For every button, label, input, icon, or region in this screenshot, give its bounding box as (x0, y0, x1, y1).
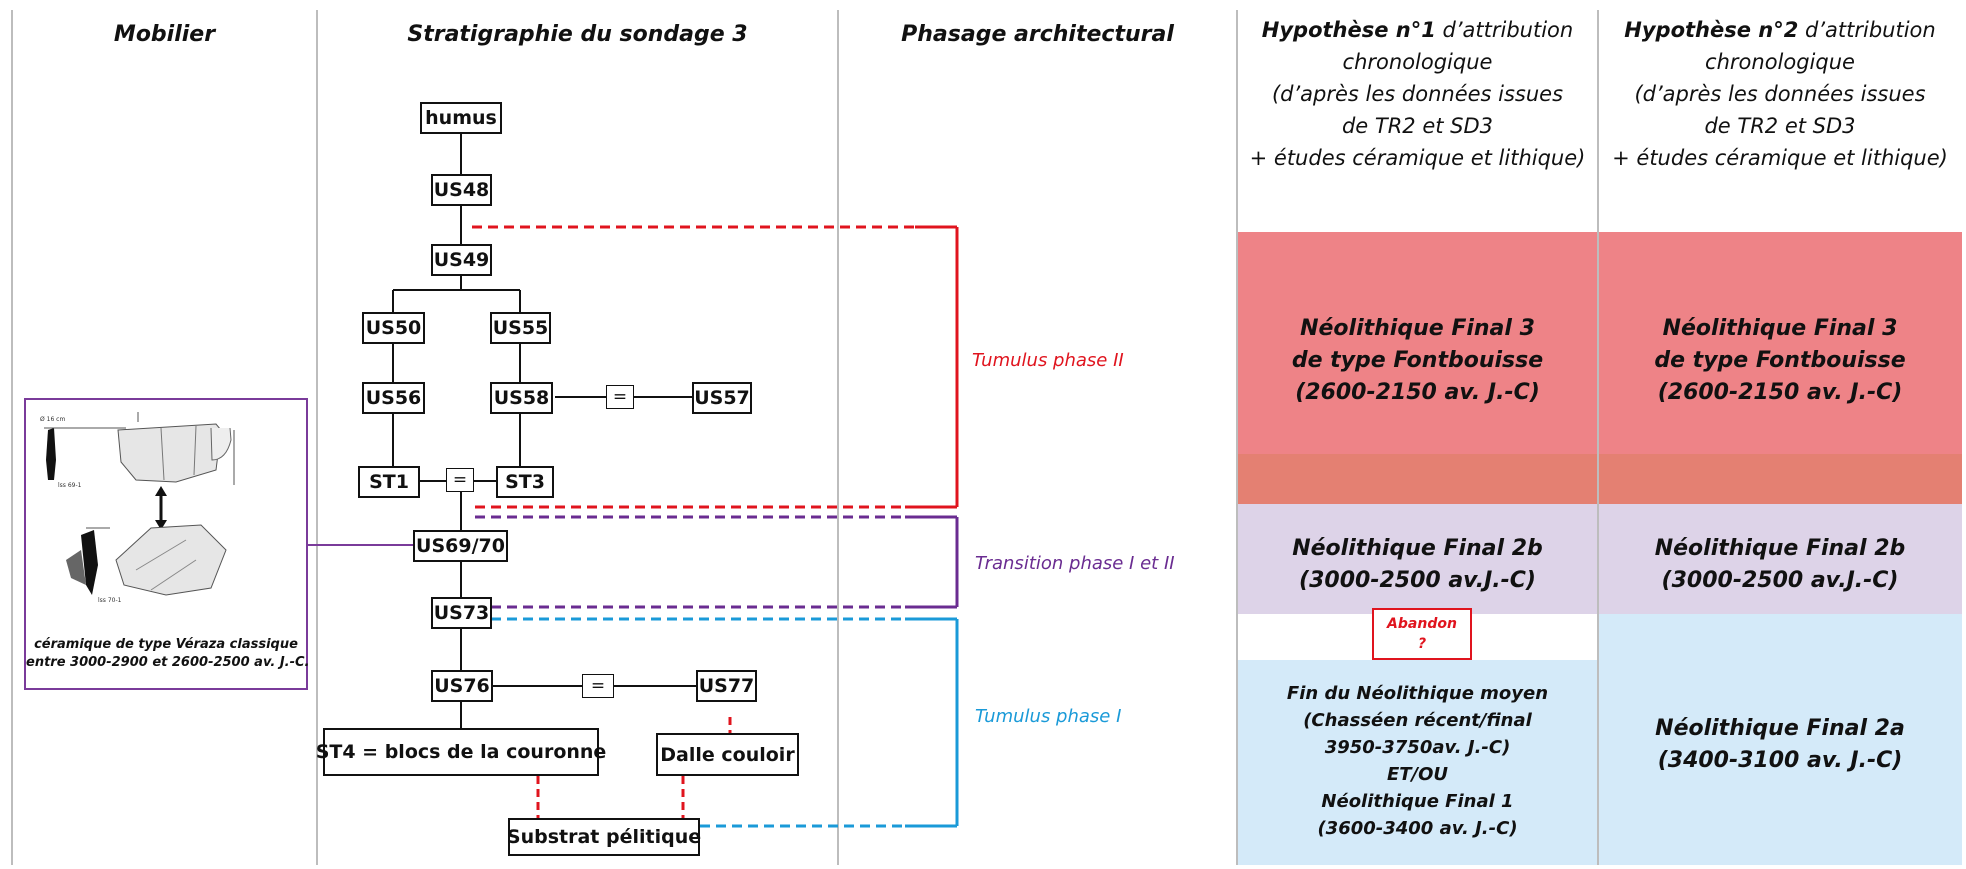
hyp2-nf2a-line: Néolithique Final 2a (1655, 716, 1905, 741)
hyp2-band-nf2b (1598, 504, 1962, 614)
hyp1-bottom-line: ET/OU (1386, 764, 1449, 785)
stratum-us57: US57 (692, 382, 752, 414)
hyp1-title-rest: d’attribution (1435, 18, 1574, 42)
abandon-question: ? (1417, 636, 1427, 652)
stratum-us76: US76 (431, 670, 493, 702)
hyp2-band-nf3 (1598, 232, 1962, 454)
stratum-us58: US58 (490, 382, 553, 414)
hyp2-line: de TR2 et SD3 (1704, 114, 1856, 138)
hyp1-period-nf2b: Néolithique Final 2b (3000-2500 av.J.-C) (1237, 533, 1598, 597)
stratum-us77: US77 (696, 670, 757, 702)
header-hypothese-2: Hypothèse n°2 d’attribution chronologiqu… (1598, 14, 1962, 174)
caption-line: céramique de type Véraza classique (34, 637, 298, 652)
stratum-us69-70: US69/70 (413, 530, 508, 562)
phase-label-transition: Transition phase I et II (975, 553, 1175, 574)
hyp2-title-rest: d’attribution (1798, 18, 1936, 42)
phase-label-tumulus-phase-1: Tumulus phase I (975, 706, 1122, 727)
stratum-us48: US48 (431, 174, 492, 206)
abandon-label: Abandon (1387, 616, 1457, 632)
stratum-st4: ST4 = blocs de la couronne (316, 728, 606, 776)
hyp1-nf3-line: de type Fontbouisse (1291, 348, 1544, 373)
hyp1-bottom-line: Fin du Néolithique moyen (1286, 683, 1549, 704)
sherd-label-top: lss 69-1 (58, 482, 82, 489)
stratum-us55: US55 (490, 312, 551, 344)
hyp1-band-blue (1237, 660, 1598, 865)
mobilier-box: Ø 16 cm lss 69-1 lss 70-1 céramique de t… (24, 398, 310, 690)
stratum-substrat-pelitique: Substrat pélitique (507, 818, 701, 856)
ceramic-drawing (44, 412, 235, 596)
header-stratigraphie: Stratigraphie du sondage 3 (407, 22, 748, 47)
hyp1-line: chronologique (1342, 50, 1493, 74)
hyp2-nf3-line: Néolithique Final 3 (1662, 316, 1898, 341)
equal-sign-st1-st3: = (446, 468, 474, 492)
phase-label-tumulus-phase-2: Tumulus phase II (972, 350, 1124, 371)
stratum-us73: US73 (431, 597, 492, 629)
hyp1-period-nf3: Néolithique Final 3 de type Fontbouisse … (1237, 313, 1598, 409)
mobilier-caption: céramique de type Véraza classique entre… (26, 636, 310, 672)
hyp2-nf2a-line: (3400-3100 av. J.-C) (1657, 748, 1903, 773)
caption-line: entre 3000-2900 et 2600-2500 av. J.-C. (26, 655, 310, 670)
hyp2-line: chronologique (1705, 50, 1855, 74)
hyp1-title: Hypothèse n°1 (1261, 18, 1436, 42)
hyp1-nf3-line: (2600-2150 av. J.-C) (1295, 380, 1540, 405)
diameter-label: Ø 16 cm (40, 416, 66, 423)
stratum-humus: humus (420, 102, 502, 134)
hyp2-period-nf2b: Néolithique Final 2b (3000-2500 av.J.-C) (1598, 533, 1962, 597)
abandon-box: Abandon ? (1372, 608, 1472, 660)
hyp2-period-nf3: Néolithique Final 3 de type Fontbouisse … (1598, 313, 1962, 409)
hyp1-band-nf2b (1237, 504, 1598, 614)
hyp1-bottom-line: Néolithique Final 1 (1321, 791, 1514, 812)
equal-sign-us58-us57: = (606, 385, 634, 409)
stratum-st3: ST3 (496, 466, 554, 498)
hyp1-line: de TR2 et SD3 (1341, 114, 1494, 138)
hyp2-line: (d’après les données issues (1634, 82, 1926, 106)
sherd-label-bottom: lss 70-1 (98, 597, 122, 604)
stratum-us49: US49 (431, 244, 492, 276)
hyp1-bottom-line: 3950-3750av. J.-C) (1324, 737, 1511, 758)
header-phasage: Phasage architectural (901, 22, 1174, 47)
hyp1-nf2b-line: Néolithique Final 2b (1292, 536, 1543, 561)
stratum-us50: US50 (362, 312, 425, 344)
hyp1-nf3-line: Néolithique Final 3 (1300, 316, 1535, 341)
header-mobilier: Mobilier (113, 22, 216, 47)
stratum-us56: US56 (362, 382, 425, 414)
hyp2-band-blue (1598, 614, 1962, 865)
hyp2-nf2b-line: (3000-2500 av.J.-C) (1661, 568, 1899, 593)
hyp1-band-overlap (1237, 454, 1598, 504)
hyp2-nf2b-line: Néolithique Final 2b (1654, 536, 1906, 561)
hyp2-nf3-line: (2600-2150 av. J.-C) (1657, 380, 1903, 405)
hyp1-line: + études céramique et lithique) (1249, 146, 1586, 170)
hyp1-nf2b-line: (3000-2500 av.J.-C) (1299, 568, 1536, 593)
hyp1-bottom-line: (3600-3400 av. J.-C) (1317, 818, 1518, 839)
hyp2-title: Hypothèse n°2 (1624, 18, 1799, 42)
header-hypothese-1: Hypothèse n°1 d’attribution chronologiqu… (1237, 14, 1598, 174)
hyp1-line: (d’après les données issues (1271, 82, 1564, 106)
stratum-st1: ST1 (358, 466, 420, 498)
hyp2-band-overlap (1598, 454, 1962, 504)
hyp1-bottom-line: (Chasséen récent/final (1303, 710, 1532, 731)
hyp2-nf3-line: de type Fontbouisse (1654, 348, 1906, 373)
equal-sign-us76-us77: = (582, 674, 614, 698)
stratum-dalle-couloir: Dalle couloir (656, 733, 799, 776)
hyp2-period-nf2a: Néolithique Final 2a (3400-3100 av. J.-C… (1598, 713, 1962, 777)
hyp1-period-bottom: Fin du Néolithique moyen (Chasséen récen… (1237, 680, 1598, 842)
hyp2-line: + études céramique et lithique) (1612, 146, 1948, 170)
hyp1-band-nf3 (1237, 232, 1598, 454)
